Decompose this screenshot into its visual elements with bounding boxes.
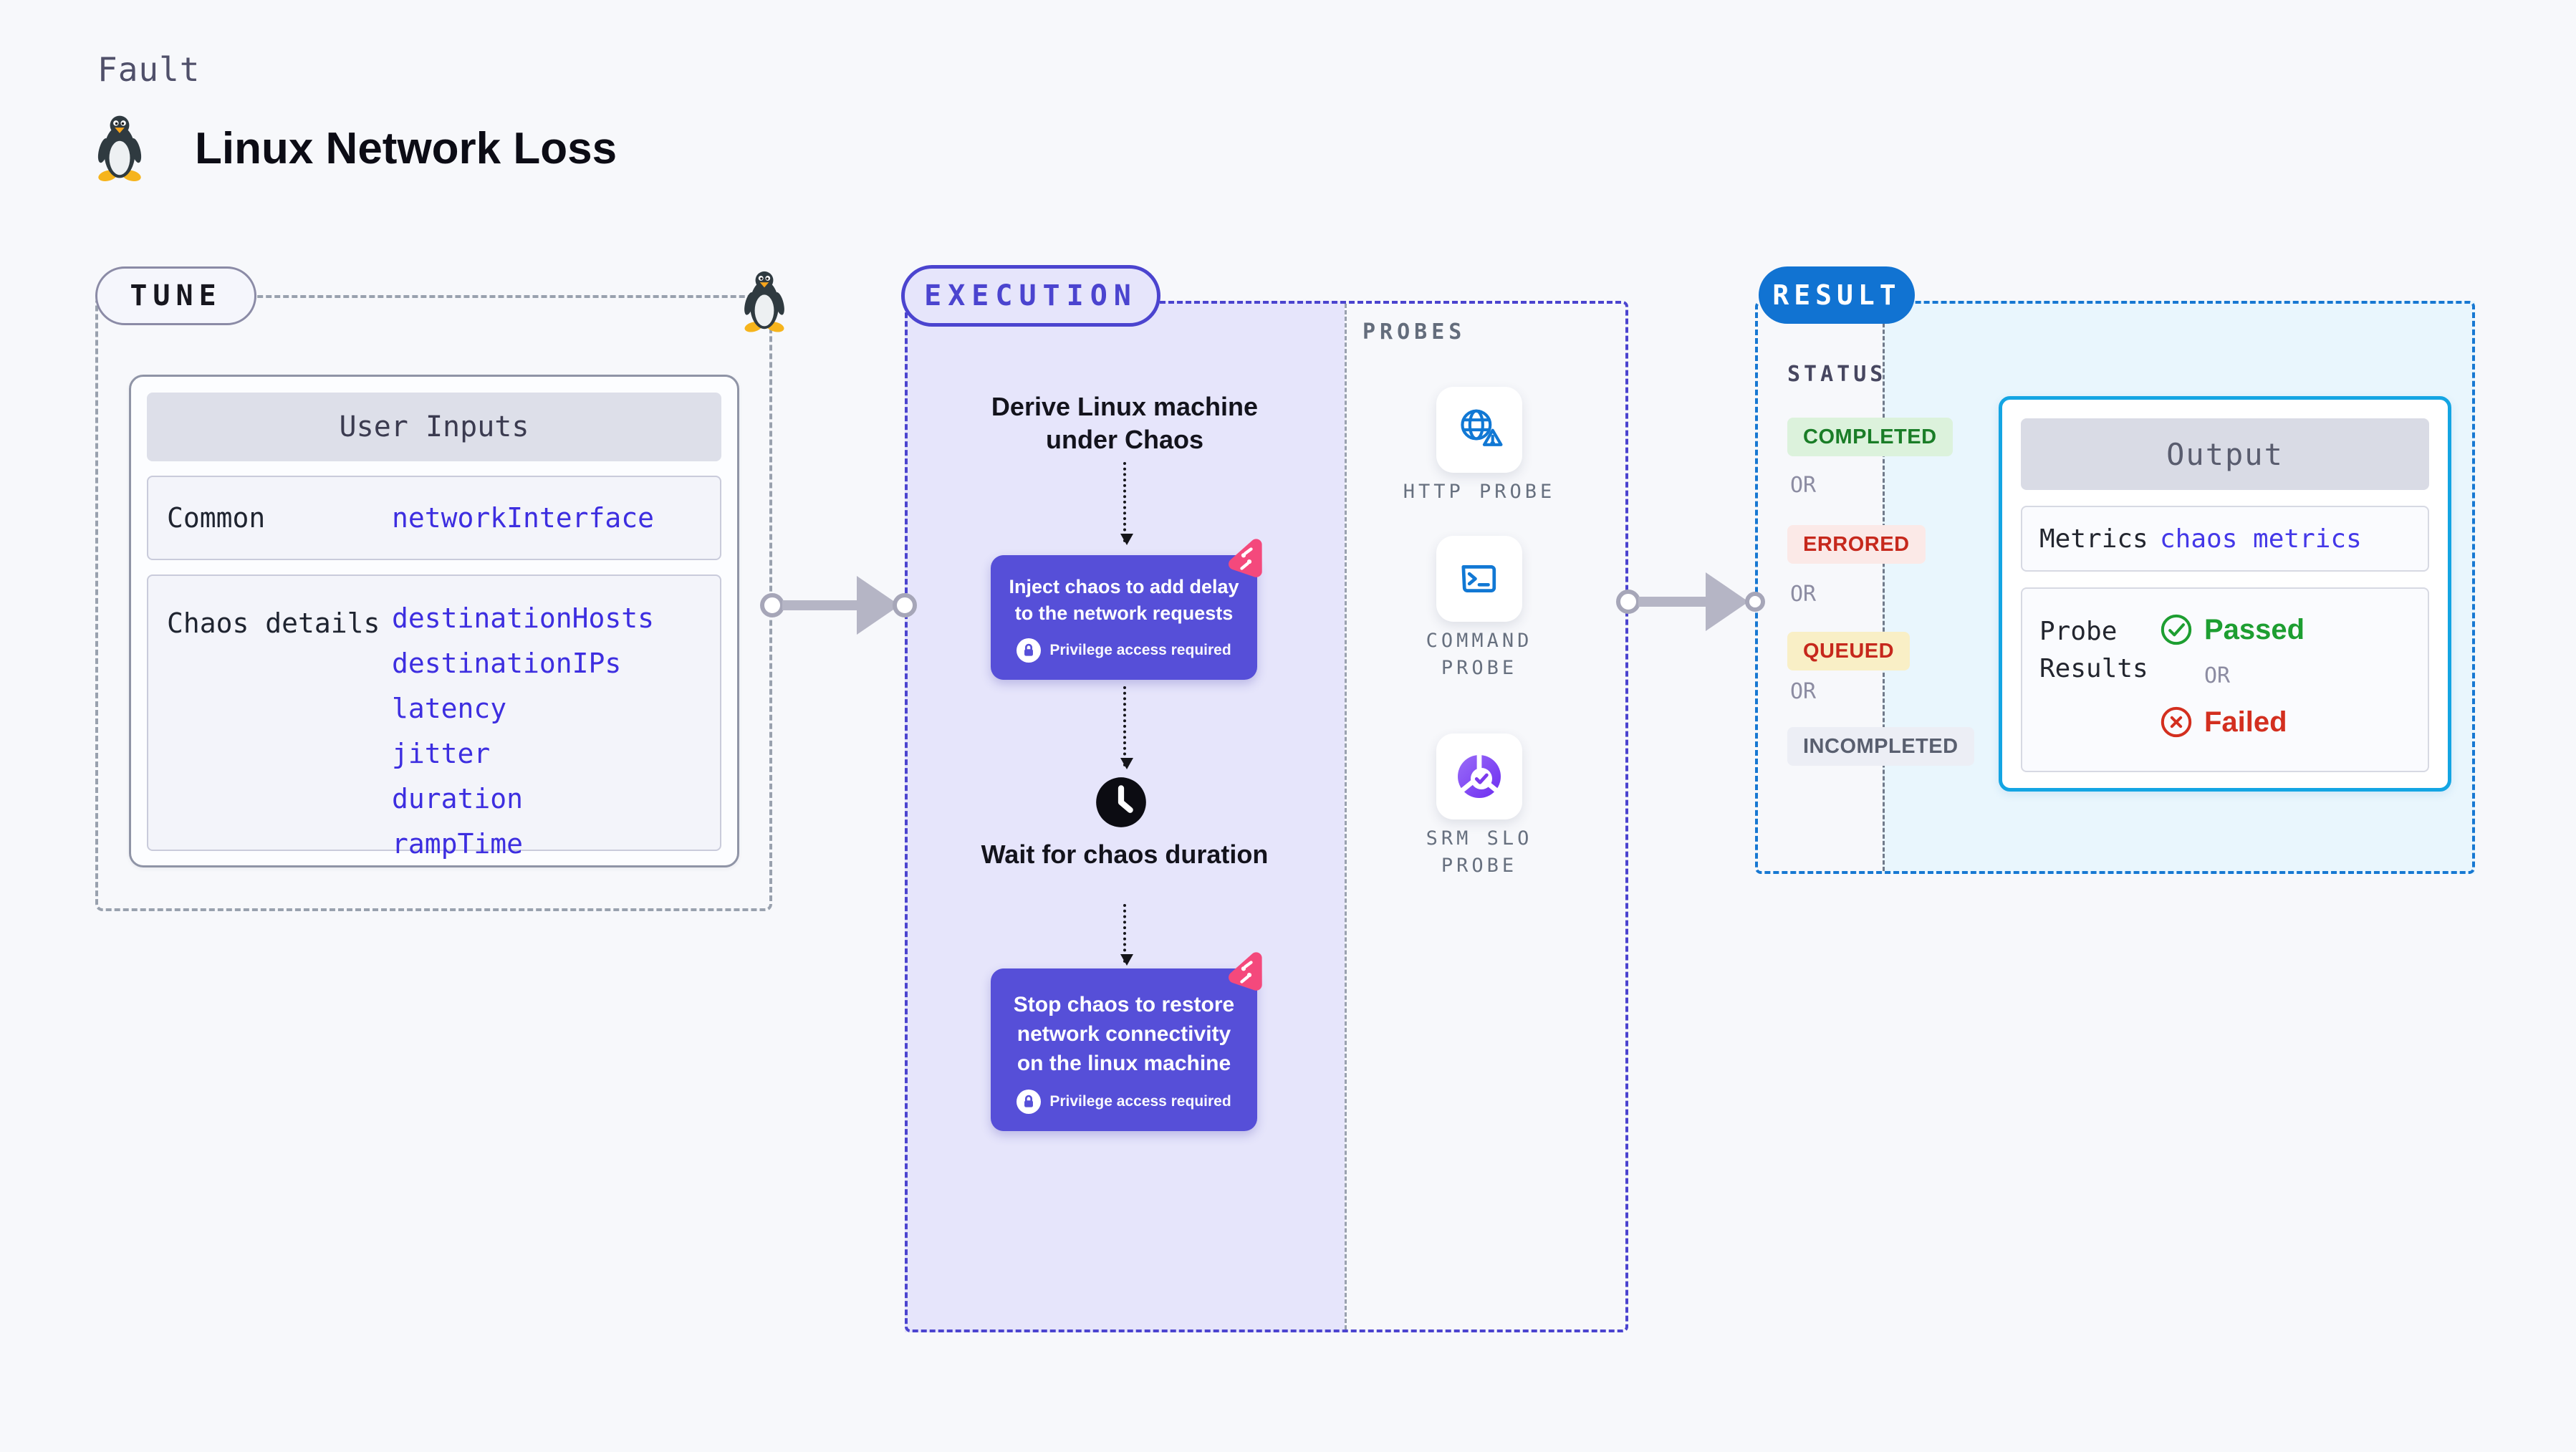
probe-result-passed: Passed: [2160, 613, 2305, 646]
output-row-label: Metrics: [2039, 524, 2148, 554]
input-row-label: Common: [167, 502, 266, 534]
or-separator: OR: [1790, 473, 1817, 498]
privilege-text: Privilege access required: [1049, 1093, 1231, 1110]
step-stop-text: Stop chaos to restore network connectivi…: [1013, 993, 1235, 1075]
passed-text: Passed: [2204, 613, 2305, 645]
probe-label: SRM SLO PROBE: [1426, 827, 1533, 877]
probe-card-srm-slo: [1436, 734, 1522, 819]
status-badge-queued: QUEUED: [1787, 632, 1911, 670]
or-separator: OR: [2204, 663, 2231, 688]
chaos-logo-icon: [1229, 952, 1262, 991]
tux-icon: [97, 115, 142, 182]
probe-label: COMMAND PROBE: [1426, 630, 1533, 679]
step-stop-chaos: Stop chaos to restore network connectivi…: [991, 952, 1262, 1131]
connector-dot: [1745, 592, 1765, 612]
status-heading: STATUS: [1787, 362, 1887, 387]
flow-down-arrow: [1120, 686, 1133, 769]
tune-label-pill: TUNE: [95, 266, 256, 325]
execution-section-border: [905, 301, 1628, 1332]
flow-down-arrow: [1120, 904, 1133, 966]
connector-bar: [782, 600, 860, 610]
tux-icon: [744, 271, 784, 332]
step-inject-text: Inject chaos to add delay to the network…: [1009, 576, 1239, 624]
input-row-common: Common networkInterface: [147, 476, 721, 560]
or-separator: OR: [1790, 582, 1817, 607]
input-value: latency: [392, 693, 507, 724]
input-value: duration: [392, 783, 524, 814]
status-badge-errored: ERRORED: [1787, 525, 1926, 564]
metrics-value: chaos metrics: [2160, 524, 2362, 554]
check-circle-icon: [2161, 614, 2192, 645]
lock-icon: [1017, 1090, 1042, 1114]
input-row-label: Chaos details: [167, 607, 380, 639]
x-circle-icon: [2161, 706, 2192, 738]
step-derive-text: Derive Linux machine under Chaos: [991, 392, 1259, 454]
status-badge-completed: COMPLETED: [1787, 418, 1953, 456]
status-divider: [1883, 304, 1885, 871]
probes-divider: [1345, 304, 1347, 1330]
failed-text: Failed: [2204, 706, 2287, 738]
probe-card-command: [1436, 536, 1522, 622]
connector-dot: [893, 593, 917, 617]
probe-card-http: [1436, 387, 1522, 473]
connector-bar: [1638, 597, 1708, 607]
privilege-note: Privilege access required: [1005, 1090, 1243, 1114]
step-inject-chaos: Inject chaos to add delay to the network…: [991, 539, 1262, 680]
execution-label-pill: EXECUTION: [901, 265, 1160, 327]
user-inputs-header: User Inputs: [147, 393, 721, 461]
probe-label: HTTP PROBE: [1403, 481, 1556, 503]
input-row-chaos-details: Chaos details destinationHosts destinati…: [147, 574, 721, 860]
probe-result-failed: Failed: [2160, 706, 2305, 739]
page-title: Linux Network Loss: [195, 124, 617, 173]
privilege-note: Privilege access required: [1005, 638, 1243, 663]
input-value: destinationHosts: [392, 602, 655, 634]
output-row-probe-results: Probe Results Passed OR Failed: [2021, 587, 2429, 772]
fault-kicker: Fault: [97, 50, 201, 89]
input-value: rampTime: [392, 828, 524, 860]
terminal-icon: [1461, 565, 1496, 592]
input-value: jitter: [392, 738, 491, 769]
connector-dot: [760, 593, 784, 617]
output-row-label: Probe Results: [2039, 617, 2148, 683]
flow-down-arrow: [1120, 462, 1133, 545]
connector-dot: [1616, 590, 1640, 614]
probes-heading: PROBES: [1363, 319, 1466, 345]
slo-donut-icon: [1458, 752, 1501, 798]
input-value: networkInterface: [392, 502, 655, 534]
result-section-border: [1755, 301, 2475, 874]
connector-arrowhead: [1706, 572, 1749, 631]
chaos-logo-icon: [1229, 539, 1262, 577]
clock-icon: [1096, 777, 1146, 827]
output-header: Output: [2021, 418, 2429, 490]
user-inputs-card: User Inputs Common networkInterface Chao…: [129, 375, 739, 867]
step-wait-text: Wait for chaos duration: [981, 840, 1269, 869]
status-badge-incompleted: INCOMPLETED: [1787, 727, 1974, 766]
output-card: Output Metrics chaos metrics Probe Resul…: [1999, 396, 2451, 792]
or-separator: OR: [1790, 679, 1817, 704]
globe-alert-icon: [1461, 409, 1503, 446]
privilege-text: Privilege access required: [1049, 642, 1231, 658]
input-value: destinationIPs: [392, 648, 622, 679]
output-row-metrics: Metrics chaos metrics: [2021, 506, 2429, 572]
result-label-pill: RESULT: [1759, 266, 1915, 324]
lock-icon: [1017, 638, 1042, 663]
